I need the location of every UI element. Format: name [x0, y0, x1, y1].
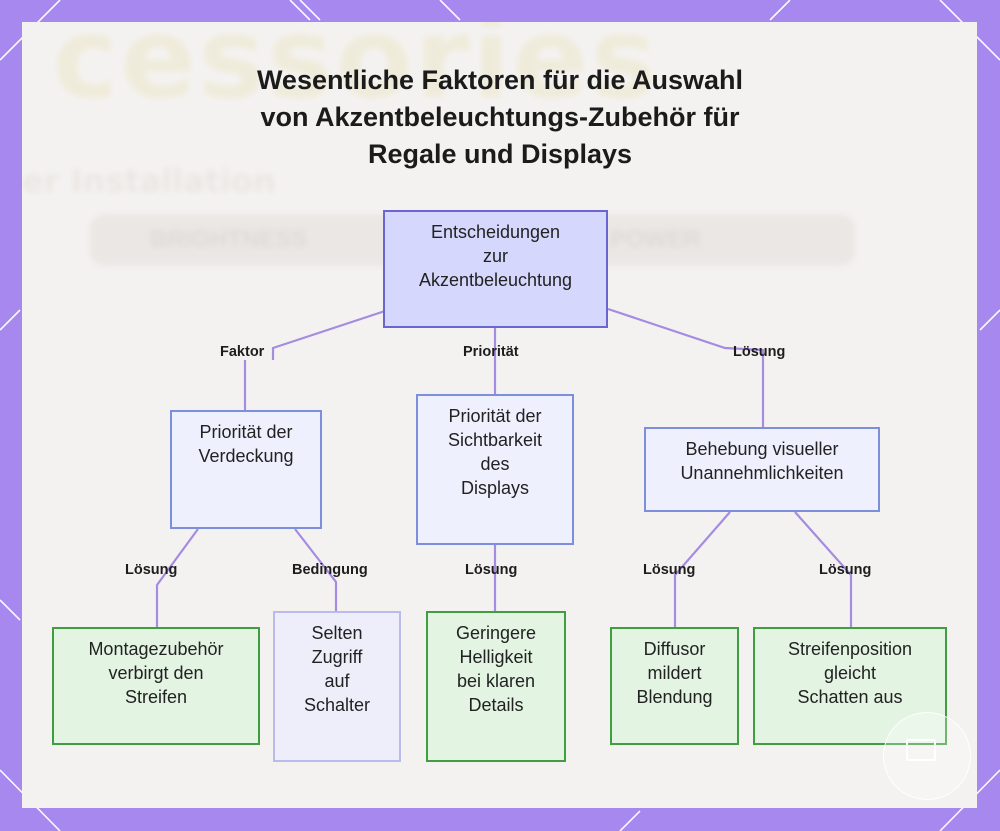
- node-discomfort-label: Behebung visueller Unannehmlichkeiten: [680, 439, 844, 483]
- edge-occlusion-mounting: [155, 528, 199, 628]
- edge-discomfort-diffuser: [673, 511, 731, 628]
- node-switch: Selten Zugriff auf Schalter: [273, 611, 401, 762]
- node-discomfort: Behebung visueller Unannehmlichkeiten: [644, 427, 880, 512]
- node-diffuser-label: Diffusor mildert Blendung: [636, 639, 713, 707]
- edge-label-faktor: Faktor: [220, 344, 265, 360]
- node-mounting: Montagezubehör verbirgt den Streifen: [52, 627, 260, 745]
- edge-label-prioritaet: Priorität: [463, 344, 519, 360]
- node-visibility-label: Priorität der Sichtbarkeit des Displays: [447, 406, 543, 498]
- node-brightness-label: Geringere Helligkeit bei klaren Details: [455, 623, 537, 715]
- node-visibility: Priorität der Sichtbarkeit des Displays: [416, 394, 574, 545]
- edge-discomfort-strip: [794, 511, 853, 628]
- background-word: cessories: [52, 22, 659, 124]
- node-strip-label: Streifenposition gleicht Schatten aus: [787, 639, 913, 707]
- title-line-3: Regale und Displays: [367, 139, 633, 169]
- diagram-title: Wesentliche Faktoren für die Auswahl von…: [0, 62, 1000, 173]
- node-occlusion: Priorität der Verdeckung: [170, 410, 322, 529]
- edge-root-discomfort: [607, 307, 765, 428]
- corner-badge: [883, 712, 971, 800]
- node-switch-label: Selten Zugriff auf Schalter: [303, 623, 371, 715]
- title-line-2: von Akzentbeleuchtungs-Zubehör für: [260, 102, 740, 132]
- background-pill-left: BRIGHTNESS: [150, 226, 308, 253]
- edge-occlusion-switch: [294, 528, 338, 612]
- background-subtitle: er Installation: [22, 162, 276, 200]
- node-root-label: Entscheidungen zur Akzentbeleuchtung: [418, 222, 573, 290]
- badge-logo-icon: [906, 739, 936, 761]
- edge-label-loesung-strip: Lösung: [819, 562, 872, 578]
- node-root: Entscheidungen zur Akzentbeleuchtung: [383, 210, 608, 328]
- edge-label-loesung-diffuser: Lösung: [643, 562, 696, 578]
- edge-label-bedingung: Bedingung: [292, 562, 368, 578]
- title-line-1: Wesentliche Faktoren für die Auswahl: [256, 65, 744, 95]
- edge-label-loesung-mounting: Lösung: [125, 562, 178, 578]
- edge-label-loesung-root: Lösung: [733, 344, 786, 360]
- background-pill-right: POWER: [610, 226, 701, 253]
- node-mounting-label: Montagezubehör verbirgt den Streifen: [88, 639, 224, 707]
- node-diffuser: Diffusor mildert Blendung: [610, 627, 739, 745]
- node-brightness: Geringere Helligkeit bei klaren Details: [426, 611, 566, 762]
- edge-label-loesung-brightness: Lösung: [465, 562, 518, 578]
- edge-root-occlusion: [271, 309, 386, 360]
- node-occlusion-label: Priorität der Verdeckung: [198, 422, 294, 466]
